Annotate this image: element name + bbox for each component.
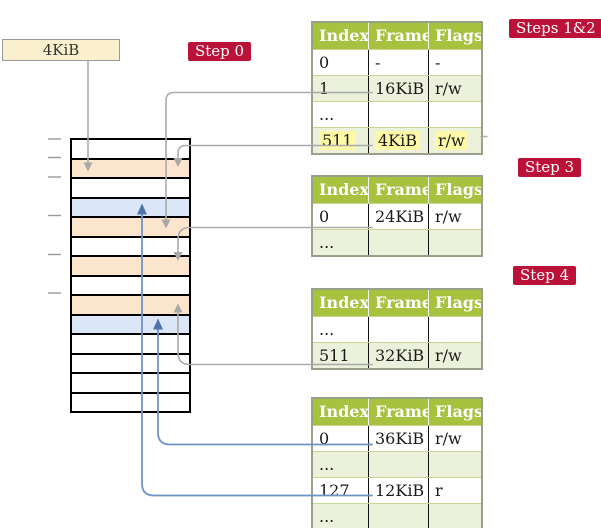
memory-frame-row-white	[72, 276, 189, 296]
memory-frame-row-white	[72, 393, 189, 411]
column-header: Flags	[435, 180, 481, 199]
table-cell: 0	[313, 50, 369, 75]
table-cell: -	[369, 50, 429, 75]
column-header: Frame	[369, 399, 429, 425]
table-cell: 4KiB	[369, 128, 429, 153]
table-cell: r/w	[435, 429, 462, 448]
table-cell: 0	[313, 426, 369, 451]
frame-boundary-ticks	[48, 138, 61, 294]
badge-step-0: Step 0	[188, 42, 252, 61]
table-cell	[429, 317, 481, 342]
table-cell: 1	[313, 76, 369, 101]
memory-frame-row-orange	[72, 218, 189, 238]
table-cell: ...	[313, 317, 369, 342]
column-header: Flags	[435, 26, 481, 45]
column-header: Frame	[369, 177, 429, 203]
table-cell: ...	[313, 452, 369, 477]
column-header: Flags	[435, 293, 481, 312]
memory-frame-row-orange	[72, 296, 189, 316]
table-cell: -	[435, 53, 441, 72]
table-cell: r	[435, 481, 443, 500]
table-cell: ...	[313, 102, 369, 127]
table-cell: 32KiB	[369, 343, 429, 368]
table-cell: r/w	[435, 346, 462, 365]
table-cell: 16KiB	[369, 76, 429, 101]
memory-frame-row-orange	[72, 159, 189, 179]
table-cell	[429, 102, 481, 127]
memory-frame-row-blue	[72, 198, 189, 218]
table-row: ...	[313, 229, 481, 255]
column-header: Index	[313, 23, 369, 49]
memory-frame-row-white	[72, 335, 189, 355]
badge-step-3: Step 3	[518, 158, 582, 177]
table-cell: r/w	[435, 207, 462, 226]
table-cell	[429, 504, 481, 528]
table-cell: r/w	[435, 79, 462, 98]
table-row: 0--	[313, 49, 481, 75]
table-cell: ...	[313, 504, 369, 528]
table-row: ...	[313, 316, 481, 342]
table-cell: 127	[313, 478, 369, 503]
table-cell	[429, 452, 481, 477]
table-cell	[369, 317, 429, 342]
table-cell	[369, 230, 429, 255]
memory-frame-row-white	[72, 237, 189, 257]
source-frame-box: 4KiB	[2, 39, 120, 61]
table-cell: 0	[313, 204, 369, 229]
table-cell	[369, 504, 429, 528]
memory-frame-row-blue	[72, 315, 189, 335]
table-row: ...	[313, 101, 481, 127]
memory-frame-row-white	[72, 140, 189, 160]
column-header: Flags	[435, 402, 481, 421]
table-cell	[369, 102, 429, 127]
table-cell: 36KiB	[369, 426, 429, 451]
table-cell: 511	[313, 128, 369, 153]
column-header: Frame	[369, 290, 429, 316]
memory-stack	[70, 138, 191, 413]
badge-step-4: Step 4	[513, 266, 577, 285]
memory-frame-row-white	[72, 354, 189, 374]
table-cell	[369, 452, 429, 477]
table-row: ...	[313, 503, 481, 528]
table-cell: r/w	[429, 128, 481, 153]
memory-frame-row-white	[72, 374, 189, 394]
column-header: Frame	[369, 23, 429, 49]
table-cell: 24KiB	[369, 204, 429, 229]
table-cell: 12KiB	[369, 478, 429, 503]
memory-frame-row-orange	[72, 257, 189, 277]
column-header: Index	[313, 399, 369, 425]
badge-steps-1-2: Steps 1&2	[509, 19, 601, 38]
column-header: Index	[313, 290, 369, 316]
table-cell: 511	[313, 343, 369, 368]
table-cell	[429, 230, 481, 255]
memory-frame-row-white	[72, 179, 189, 199]
table-row: ...	[313, 451, 481, 477]
source-frame-label: 4KiB	[42, 41, 80, 59]
column-header: Index	[313, 177, 369, 203]
table-cell: ...	[313, 230, 369, 255]
